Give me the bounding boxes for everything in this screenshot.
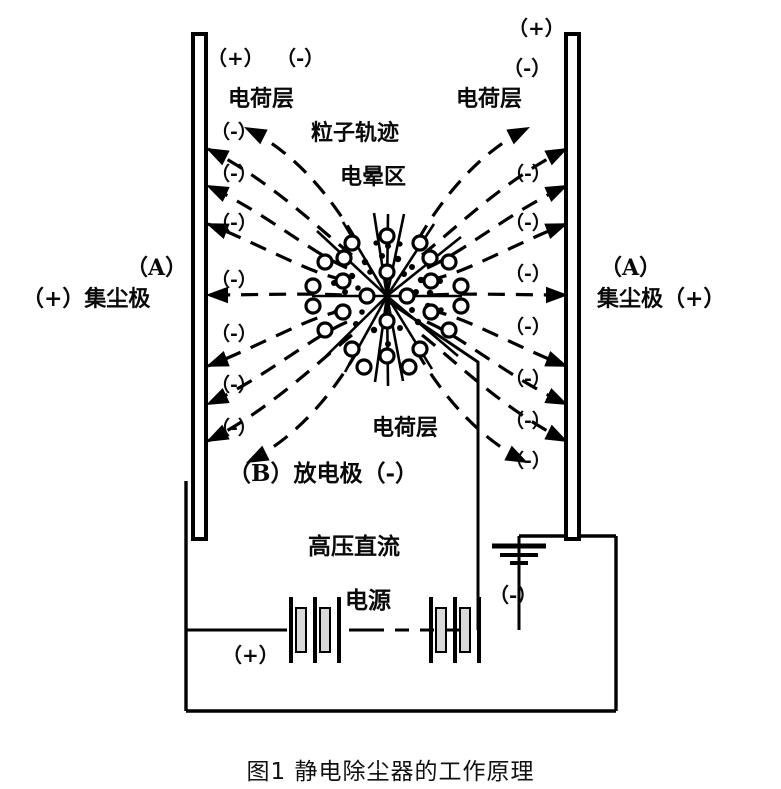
left-charge-sign: （-） [211, 163, 257, 185]
label-corona-zone: 电晕区 [340, 164, 407, 190]
label-hv-dc: 高压直流 [308, 533, 400, 560]
label-right-electrode-name: 集尘极（+） [597, 286, 726, 312]
label-left-electrode-a: （A） [126, 255, 188, 281]
label-discharge-electrode: （B）放电极（-） [228, 460, 418, 487]
label-top-left-charge-layer: 电荷层 [228, 86, 295, 112]
label-top-right-plus: （+） [508, 16, 565, 40]
charged-dust-particles [304, 227, 470, 376]
collecting-electrode-plate-right [564, 32, 581, 541]
battery-cell-stack-left [289, 597, 341, 663]
right-charge-sign: （-） [505, 368, 551, 390]
right-charge-sign: （-） [505, 316, 551, 338]
left-charge-sign: （-） [211, 212, 257, 234]
figure-caption: 图1 静电除尘器的工作原理 [246, 759, 535, 785]
label-top-right-minus: （-） [503, 56, 552, 80]
dc-power-circuit-loop [184, 481, 618, 713]
label-supply-minus: （-） [489, 583, 538, 607]
left-charge-sign: （-） [211, 121, 257, 143]
right-charge-sign: （-） [505, 410, 551, 432]
right-charge-sign: （-） [505, 212, 551, 234]
left-charge-sign: （-） [211, 269, 257, 291]
left-charge-sign: （-） [211, 323, 257, 345]
label-power-source: 电源 [345, 587, 391, 614]
left-charge-sign: （-） [211, 417, 257, 439]
battery-cell-stack-right [429, 597, 481, 663]
label-particle-track: 粒子轨迹 [311, 120, 400, 146]
label-top-left-minus: （-） [276, 46, 325, 70]
left-charge-sign: （-） [211, 374, 257, 396]
particle-trajectories-right [414, 126, 569, 464]
label-center-charge-layer: 电荷层 [372, 415, 439, 441]
label-top-right-charge-layer: 电荷层 [456, 86, 523, 112]
collecting-electrode-plate-left [191, 32, 208, 541]
right-charge-sign: （-） [505, 263, 551, 285]
particle-trajectories-left [205, 126, 360, 464]
label-top-left-plus: （+） [207, 46, 264, 70]
right-charge-sign: （-） [505, 450, 551, 472]
label-right-electrode-a: （A） [600, 255, 662, 281]
label-left-electrode-name: （+）集尘极 [22, 286, 151, 312]
right-charge-sign: （-） [505, 163, 551, 185]
earth-ground-symbol [492, 536, 546, 565]
label-supply-plus: （+） [222, 643, 279, 667]
